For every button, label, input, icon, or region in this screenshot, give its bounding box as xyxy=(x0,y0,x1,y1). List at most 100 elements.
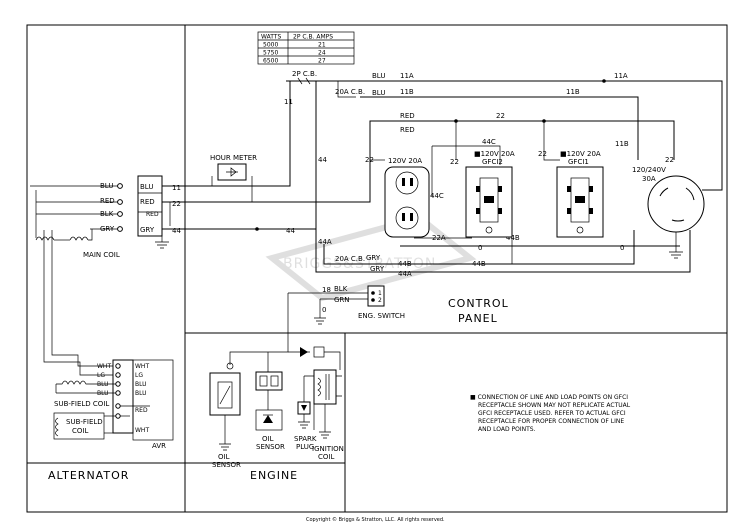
wire-11b-r: 11B xyxy=(566,88,580,96)
ignition-coil-b: COIL xyxy=(318,453,334,461)
wire-22a: 22A xyxy=(432,234,446,242)
table-cell: 24 xyxy=(318,50,326,57)
section-control-2: PANEL xyxy=(458,312,498,325)
receptacle-120v: 120V 20A xyxy=(384,157,430,238)
terminal-dot xyxy=(115,413,121,419)
wire-red-2: RED xyxy=(400,126,415,134)
ground-icon xyxy=(298,421,310,429)
table-header-watts: WATTS xyxy=(261,34,281,41)
eng-switch-label: ENG. SWITCH xyxy=(358,312,405,320)
ground-icon xyxy=(669,251,683,259)
avr-term: BLU xyxy=(135,390,147,397)
recept-120-label: 120V 20A xyxy=(388,157,422,165)
avr-label: AVR xyxy=(152,442,166,450)
sub-field-coil-2-label-b: COIL xyxy=(72,427,88,435)
ground-icon xyxy=(319,431,331,439)
twistlock-label-b: 30A xyxy=(642,175,656,183)
term-blu: BLU xyxy=(140,183,153,191)
wire-44c-a: 44C xyxy=(482,138,496,146)
sub-field-coil-2-label-a: SUB-FIELD xyxy=(66,418,103,426)
wire-44-h2: 44 xyxy=(286,227,295,235)
hour-meter: HOUR METER xyxy=(210,154,257,181)
sub-field-coil-2 xyxy=(53,412,105,440)
gfci2-label-b: GFCI2 xyxy=(482,158,503,166)
note-line: AND LOAD POINTS. xyxy=(478,426,536,433)
table-cell: 21 xyxy=(318,42,326,49)
terminal-dot xyxy=(117,183,123,189)
cb-2p-label: 2P C.B. xyxy=(292,70,317,78)
wire-44c-b: 44C xyxy=(430,192,444,200)
wire-11b-v: 11B xyxy=(615,140,629,148)
sw-term-1: 1 xyxy=(378,290,382,297)
wire-22-t: 22 xyxy=(665,156,674,164)
wire-44-h: 44 xyxy=(172,227,181,235)
wire-22-h: 22 xyxy=(172,200,181,208)
main-coil xyxy=(30,185,118,376)
wire-gry-1: GRY xyxy=(366,254,381,262)
wire-11-h: 11 xyxy=(172,184,181,192)
oil-sensor-2-a: OIL xyxy=(262,435,274,443)
avr-block: WHT LG BLU BLU RED WHT AVR xyxy=(112,359,174,450)
spark-plug-a: SPARK xyxy=(294,435,317,443)
wire-blu-mid: BLU xyxy=(372,89,385,97)
sw-term-2: 2 xyxy=(378,297,382,304)
ground-icon xyxy=(314,317,326,325)
sub-field-coil-1-label: SUB-FIELD COIL xyxy=(54,400,109,408)
gfci-note: ■ CONNECTION OF LINE AND LOAD POINTS ON … xyxy=(470,394,631,433)
term-red: RED xyxy=(140,198,155,206)
watt-table: WATTS 2P C.B. AMPS 5000 21 5750 24 6500 … xyxy=(257,31,355,65)
wire-11-v: 11 xyxy=(284,98,293,106)
section-alternator: ALTERNATOR xyxy=(48,469,129,482)
spark-plug: SPARK PLUG xyxy=(294,401,317,451)
junction-dot xyxy=(255,227,259,231)
term-gry: GRY xyxy=(140,226,155,234)
cb-20a-top-label: 20A C.B. xyxy=(335,88,365,96)
gfci1-label-b: GFCI1 xyxy=(568,158,589,166)
note-line: GFCI RECEPTACLE USED. REFER TO ACTUAL GF… xyxy=(478,410,626,417)
wire-11a: 11A xyxy=(400,72,414,80)
sw-blk: BLK xyxy=(334,285,348,293)
ignition-coil: IGNITION COIL xyxy=(303,369,344,461)
wire-label: BLU xyxy=(97,390,109,397)
control-wiring xyxy=(162,77,723,273)
spark-plug-b: PLUG xyxy=(296,443,314,451)
frame xyxy=(26,24,728,513)
wire-label: LG xyxy=(97,372,105,379)
wire-22-top: 22 xyxy=(496,112,505,120)
wire-44b-v: 44B xyxy=(506,234,520,242)
wire-44b-b: 44B xyxy=(398,260,412,268)
gfci-2: ■120V 20A GFCI2 xyxy=(465,150,515,238)
table-header-amps: 2P C.B. AMPS xyxy=(293,34,333,41)
terminal-dot xyxy=(115,363,121,369)
avr-term: RED xyxy=(135,407,148,414)
terminal-dot xyxy=(115,403,121,409)
wire-11b: 11B xyxy=(400,88,414,96)
wire-11a-r: 11A xyxy=(614,72,628,80)
sw-18: 18 xyxy=(322,286,331,294)
wire-label-red: RED xyxy=(100,197,115,205)
terminal-dot xyxy=(115,381,121,387)
avr-term: LG xyxy=(135,372,143,379)
twistlock-label-a: 120/240V xyxy=(632,166,666,174)
wire-blu-top: BLU xyxy=(372,72,385,80)
ground-icon xyxy=(155,241,169,249)
main-coil-label: MAIN COIL xyxy=(83,251,120,259)
twistlock-receptacle: 120/240V 30A xyxy=(632,166,705,259)
wire-44b-r: 44B xyxy=(472,260,486,268)
gfci-1: ■120V 20A GFCI1 xyxy=(556,150,604,238)
section-engine: ENGINE xyxy=(250,469,298,482)
terminal-dot xyxy=(117,226,123,232)
table-cell: 6500 xyxy=(263,58,278,65)
table-cell: 5000 xyxy=(263,42,278,49)
ignition-coil-a: IGNITION xyxy=(312,445,344,453)
terminal-dot xyxy=(117,211,123,217)
copyright: Copyright © Briggs & Stratton, LLC. All … xyxy=(306,516,445,523)
table-cell: 5750 xyxy=(263,50,278,57)
main-coil-terminal-block: BLU RED GRY xyxy=(117,175,163,237)
oil-sensor-2: OIL SENSOR xyxy=(255,371,285,451)
ground-icon xyxy=(219,443,231,451)
terminal-dot xyxy=(115,390,121,396)
wire-44a-b: 44A xyxy=(398,270,412,278)
sub-field-coil-1 xyxy=(56,380,116,385)
oil-sensor-1-a: OIL xyxy=(218,453,230,461)
